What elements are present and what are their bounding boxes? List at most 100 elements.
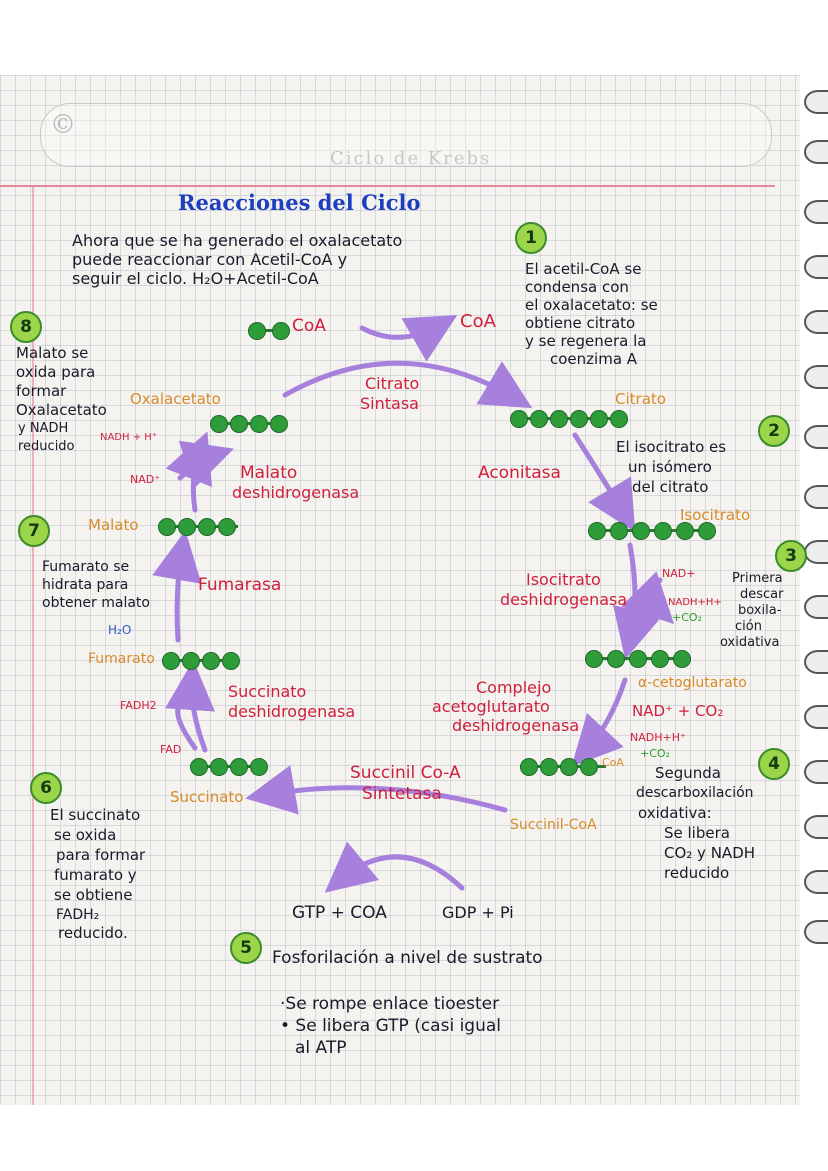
cofactor-nad-3: NAD+	[662, 567, 696, 580]
enzyme-malato-dh-2: deshidrogenasa	[232, 483, 360, 502]
step3-text-3: boxila-	[738, 603, 782, 618]
chain-succinato	[190, 758, 270, 776]
step2-text-3: del citrato	[632, 478, 709, 496]
intro-line-1: Ahora que se ha generado el oxalacetato	[72, 231, 403, 250]
step-badge-7: 7	[18, 515, 50, 547]
metabolite-fumarato: Fumarato	[88, 651, 155, 667]
step8-text-3: formar	[16, 382, 67, 400]
step6-text-3: para formar	[56, 846, 146, 864]
step-badge-4: 4	[758, 748, 790, 780]
enzyme-malato-dh-1: Malato	[240, 463, 298, 483]
header-strip	[40, 103, 772, 167]
step6-text-2: se oxida	[54, 826, 117, 844]
top-margin-line	[0, 185, 775, 187]
metabolite-malato: Malato	[88, 516, 139, 534]
step4-text-4: Se libera	[664, 824, 730, 842]
step2-text-1: El isocitrato es	[616, 438, 727, 456]
chain-alfa-cetoglutarato	[585, 650, 695, 668]
cofactor-fad: FAD	[160, 743, 182, 756]
step3-text-4: ción	[735, 619, 762, 634]
step6-text-4: fumarato y	[54, 866, 137, 884]
step8-text-6: reducido	[18, 439, 75, 454]
enzyme-complejo-3: deshidrogenasa	[452, 716, 580, 735]
chain-citrato	[510, 410, 630, 428]
arrow-iso-alfa	[613, 542, 662, 660]
arrow-oxa-citrato	[282, 360, 533, 409]
enzyme-citrato-sintasa-1: Citrato	[365, 374, 420, 393]
step5-bullet-3: al ATP	[295, 1038, 347, 1058]
step7-text-2: hidrata para	[42, 577, 129, 593]
cofactor-nadh-3: NADH+H+	[668, 597, 722, 608]
chain-fumarato	[162, 652, 242, 670]
metabolite-citrato: Citrato	[615, 390, 666, 408]
cofactor-co2-4: +CO₂	[640, 747, 670, 760]
arrow-mal-oxa	[165, 431, 213, 513]
step8-text-4: Oxalacetato	[16, 401, 107, 419]
intro-line-3: seguir el ciclo. H₂O+Acetil-CoA	[72, 269, 319, 288]
spiral-binding	[800, 90, 828, 970]
step-badge-8: 8	[10, 311, 42, 343]
step-badge-6: 6	[30, 772, 62, 804]
arrow-succcoa-succ	[245, 765, 508, 815]
step7-text-1: Fumarato se	[42, 559, 130, 575]
step6-text-7: reducido.	[58, 924, 128, 942]
step3-text-5: oxidativa	[720, 635, 780, 650]
step8-text-1: Malato se	[16, 344, 89, 362]
arrow-fum-mal	[152, 530, 202, 643]
metabolite-alfa-cetoglutarato: α-cetoglutarato	[638, 675, 747, 691]
step3-text-1: Primera	[732, 571, 783, 586]
step5-title: Fosforilación a nivel de sustrato	[272, 948, 543, 968]
step7-text-3: obtener malato	[42, 595, 150, 611]
enzyme-succinato-dh-1: Succinato	[228, 682, 307, 701]
enzyme-complejo-2: acetoglutarato	[432, 697, 550, 716]
succinil-coa-tag: CoA	[602, 756, 624, 769]
left-margin-line	[32, 185, 34, 1105]
step4-text-2: descarboxilación	[636, 785, 754, 801]
step1-text-5: y se regenera la	[525, 332, 647, 350]
arrow-nad-8	[177, 440, 234, 489]
enzyme-fumarasa: Fumarasa	[198, 575, 282, 595]
enzyme-succinato-dh-2: deshidrogenasa	[228, 702, 356, 721]
cofactor-h2o: H₂O	[108, 623, 132, 637]
step1-text-6: coenzima A	[550, 350, 638, 368]
cofactor-nad-4: NAD⁺ + CO₂	[632, 702, 724, 720]
intro-line-2: puede reaccionar con Acetil-CoA y	[72, 250, 348, 269]
step6-text-6: FADH₂	[56, 907, 100, 923]
page-title: Reacciones del Ciclo	[178, 190, 421, 215]
acetyl-chain	[248, 322, 290, 340]
chain-succinil-coa	[520, 758, 610, 776]
metabolite-isocitrato: Isocitrato	[680, 506, 751, 524]
step5-bullet-2: • Se libera GTP (casi igual	[280, 1016, 502, 1036]
coa-release-label: CoA	[460, 311, 496, 332]
step4-text-3: oxidativa:	[638, 804, 712, 822]
step6-text-1: El succinato	[50, 806, 141, 824]
header-logo: ©	[50, 110, 76, 140]
step8-text-2: oxida para	[16, 363, 96, 381]
enzyme-isocitrato-dh-2: deshidrogenasa	[500, 590, 628, 609]
step4-text-5: CO₂ y NADH	[664, 844, 756, 862]
chain-malato	[158, 518, 243, 536]
step1-text-1: El acetil-CoA se	[525, 260, 642, 278]
step4-text-1: Segunda	[655, 764, 721, 782]
chain-isocitrato	[588, 522, 718, 540]
arrow-coa-release	[359, 315, 458, 362]
step-badge-5: 5	[230, 932, 262, 964]
arrow-gtp	[324, 841, 465, 893]
step1-text-2: condensa con	[525, 278, 629, 296]
arrow-alfa-succcoa	[571, 677, 628, 767]
enzyme-aconitasa: Aconitasa	[478, 463, 561, 483]
cofactor-co2-3: +CO₂	[672, 611, 702, 624]
metabolite-succinato: Succinato	[170, 788, 244, 806]
arrow-succ-fum	[165, 660, 215, 753]
arrow-citrato-iso	[572, 432, 636, 533]
chain-oxalacetato	[210, 415, 290, 433]
enzyme-isocitrato-dh-1: Isocitrato	[526, 570, 601, 589]
cofactor-fadh2: FADH2	[120, 699, 157, 712]
enzyme-succinil-sintetasa-2: Sintetasa	[362, 784, 442, 804]
metabolite-oxalacetato: Oxalacetato	[130, 390, 221, 408]
header-strip-text: Ciclo de Krebs	[330, 148, 492, 169]
enzyme-citrato-sintasa-2: Sintasa	[360, 394, 419, 413]
cofactor-nadh-4: NADH+H⁺	[630, 731, 686, 744]
cofactor-gtp: GTP + COA	[292, 903, 387, 923]
